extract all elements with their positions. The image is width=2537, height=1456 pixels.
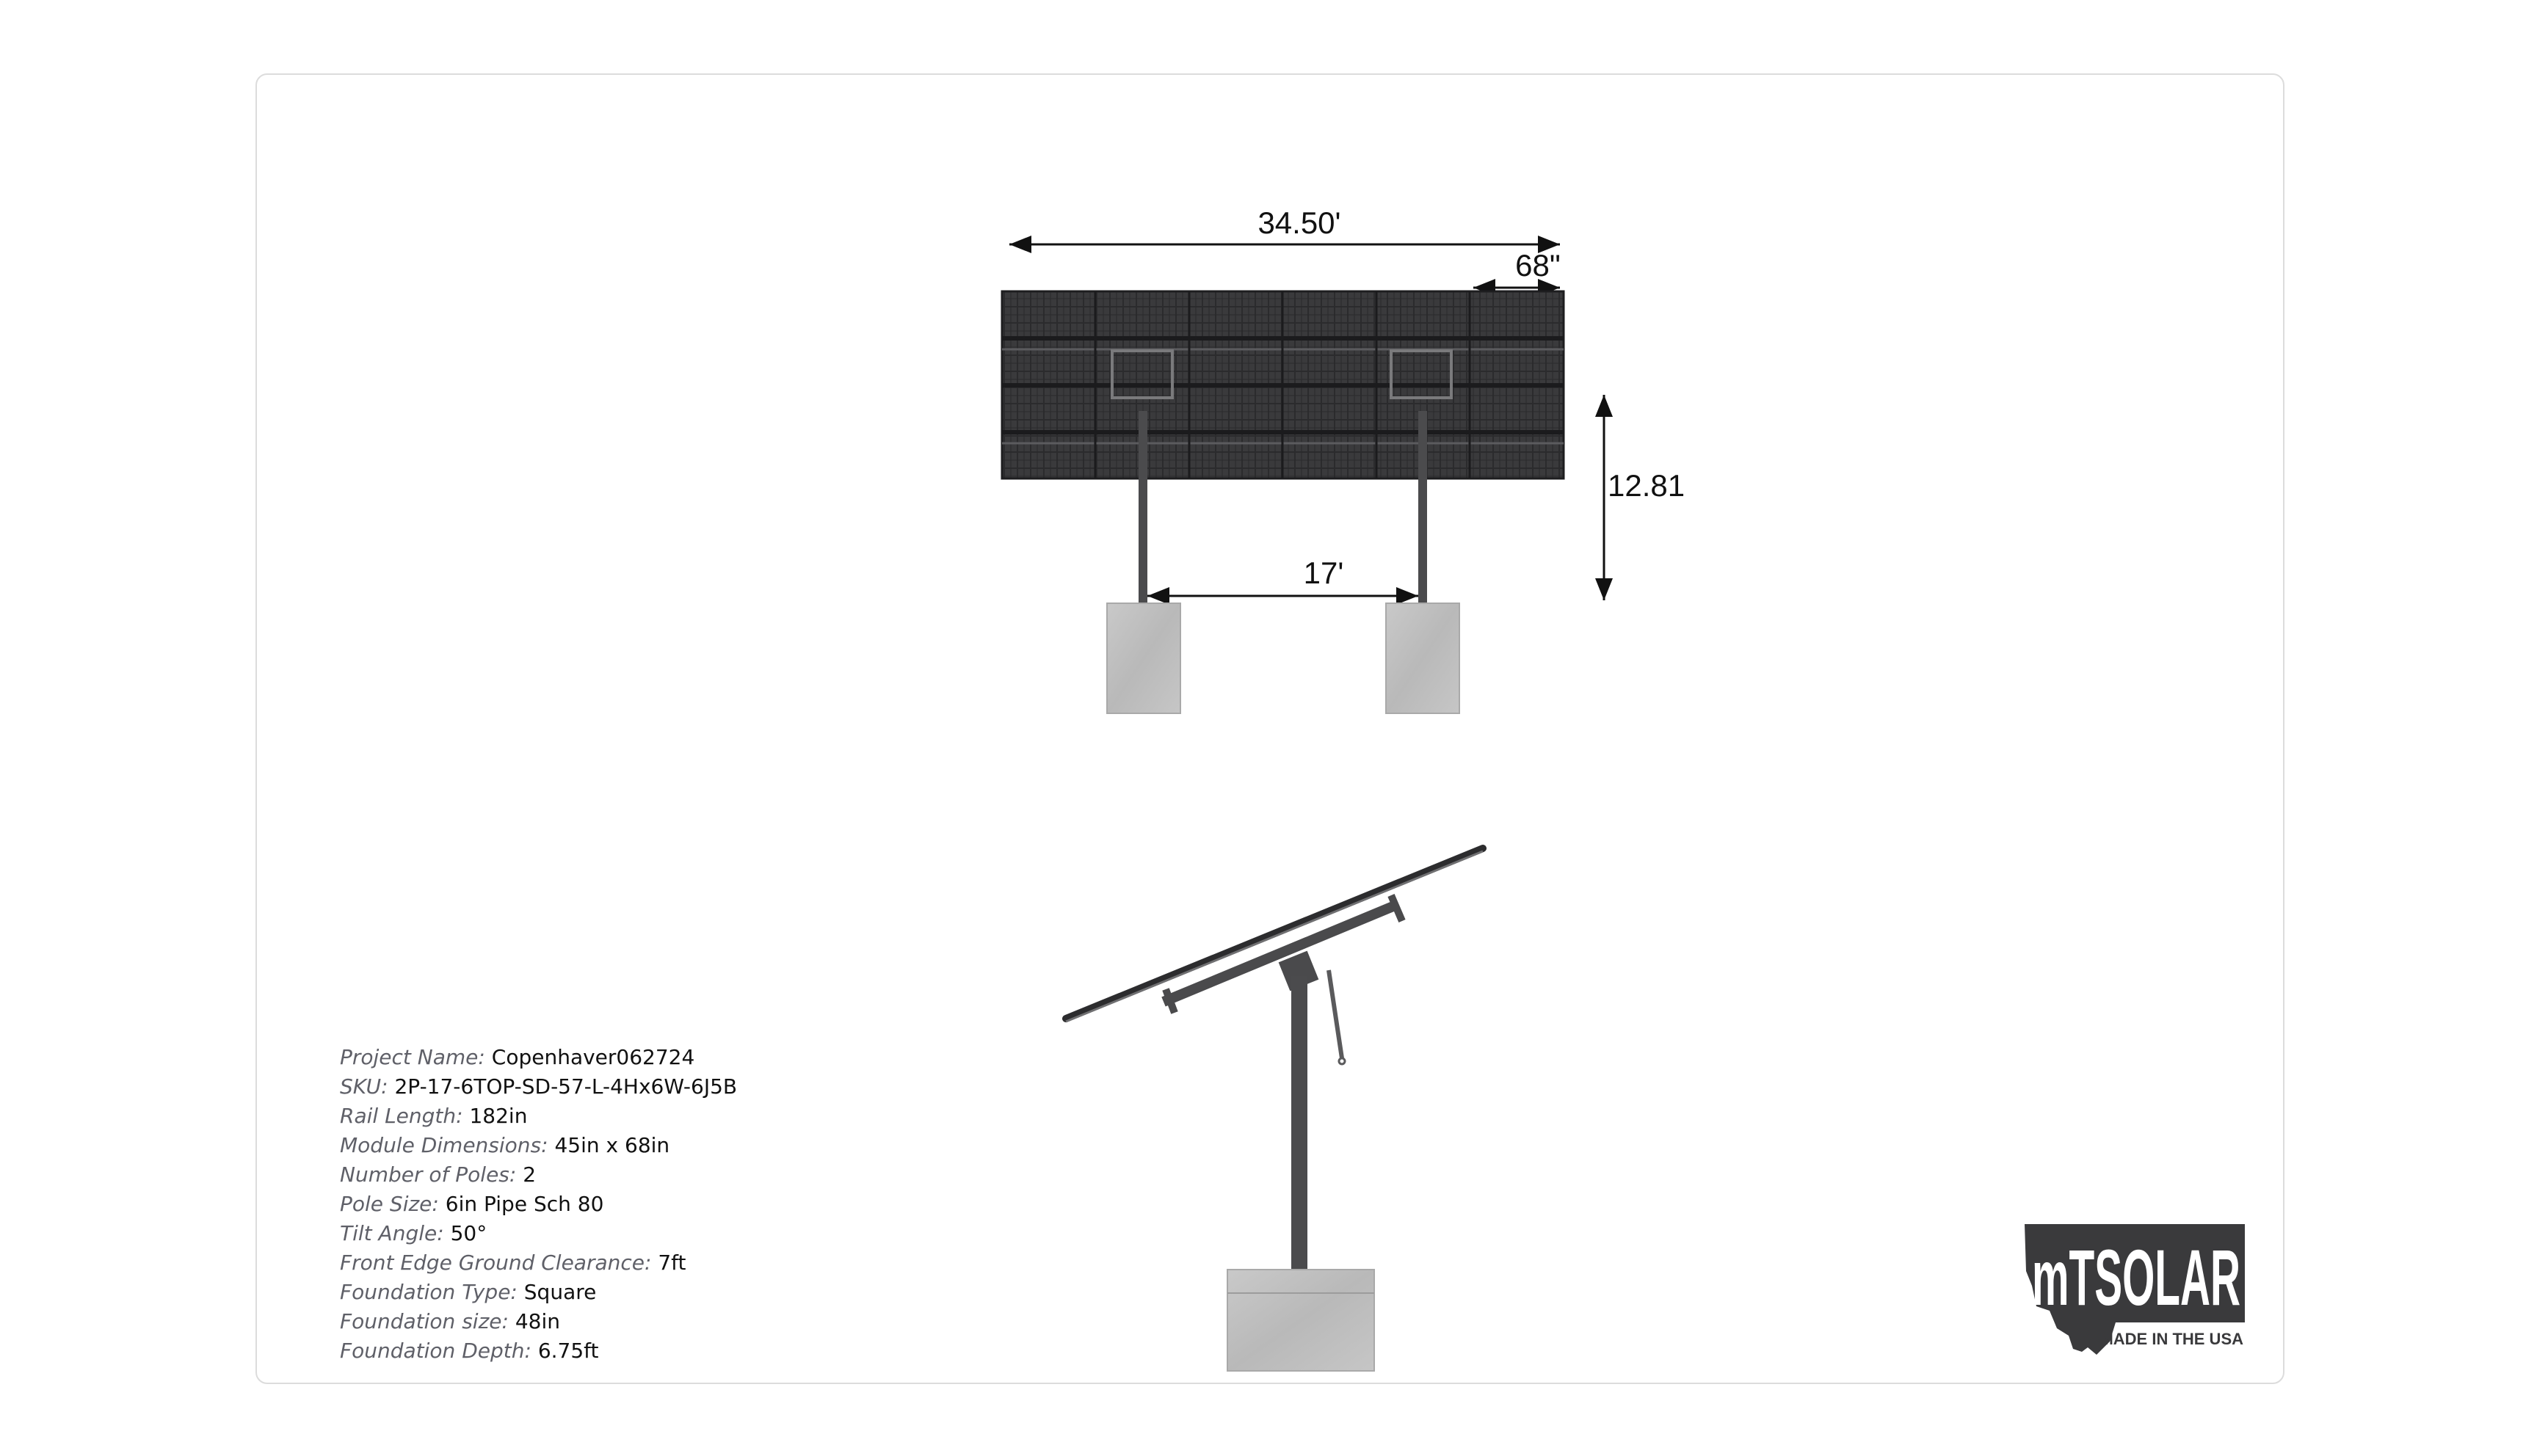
- pole-spacing-label: 17': [1304, 556, 1344, 590]
- spec-label: SKU:: [340, 1074, 388, 1099]
- front-view: 34.50' 68" 17': [1001, 205, 1685, 714]
- spec-label: Foundation Depth:: [340, 1339, 531, 1363]
- spec-value: 182in: [469, 1104, 528, 1128]
- logo-tagline: MADE IN THE USA: [2099, 1330, 2243, 1348]
- spec-value: Copenhaver062724: [491, 1045, 695, 1069]
- mtsolar-logo: mTSOLAR MADE IN THE USA: [2025, 1224, 2245, 1355]
- spec-project-name: Project Name: Copenhaver062724: [340, 1043, 737, 1072]
- spec-value: 2: [523, 1162, 537, 1187]
- side-actuator: [1326, 969, 1344, 1059]
- height-label: 12.81: [1608, 468, 1685, 503]
- spec-number-of-poles: Number of Poles: 2: [340, 1160, 737, 1190]
- spec-value: Square: [523, 1280, 597, 1304]
- spec-label: Rail Length:: [340, 1104, 463, 1128]
- spec-label: Module Dimensions:: [340, 1133, 548, 1157]
- side-rail: [1161, 899, 1401, 1007]
- spec-label: Foundation size:: [340, 1309, 509, 1333]
- spec-value: 50°: [450, 1221, 487, 1245]
- side-foundation: [1227, 1269, 1375, 1372]
- spec-label: Front Edge Ground Clearance:: [340, 1251, 652, 1275]
- spec-value: 7ft: [658, 1251, 686, 1275]
- spec-label: Foundation Type:: [340, 1280, 518, 1304]
- spec-foundation-depth: Foundation Depth: 6.75ft: [340, 1336, 737, 1366]
- spec-pole-size: Pole Size: 6in Pipe Sch 80: [340, 1190, 737, 1219]
- foundation-right: [1385, 603, 1460, 714]
- spec-front-edge-ground-clearance: Front Edge Ground Clearance: 7ft: [340, 1248, 737, 1278]
- spec-label: Pole Size:: [340, 1192, 439, 1216]
- spec-value: 2P-17-6TOP-SD-57-L-4Hx6W-6J5B: [394, 1074, 738, 1099]
- spec-foundation-type: Foundation Type: Square: [340, 1278, 737, 1307]
- spec-foundation-size: Foundation size: 48in: [340, 1307, 737, 1336]
- side-hub: [1278, 950, 1319, 991]
- overall-width-label: 34.50': [1257, 205, 1340, 240]
- solar-panel-array: [1001, 290, 1565, 480]
- spec-value: 48in: [515, 1309, 560, 1333]
- spec-value: 6.75ft: [537, 1339, 599, 1363]
- side-view: [1062, 845, 1487, 1372]
- logo-brand-text: mTSOLAR: [2032, 1233, 2240, 1322]
- spec-module-dimensions: Module Dimensions: 45in x 68in: [340, 1131, 737, 1160]
- spec-sku: SKU: 2P-17-6TOP-SD-57-L-4Hx6W-6J5B: [340, 1072, 737, 1102]
- pole-left: [1139, 411, 1147, 603]
- spec-value: 6in Pipe Sch 80: [445, 1192, 604, 1216]
- spec-rail-length: Rail Length: 182in: [340, 1102, 737, 1131]
- spec-label: Number of Poles:: [340, 1162, 517, 1187]
- specifications-list: Project Name: Copenhaver062724 SKU: 2P-1…: [340, 1043, 737, 1366]
- spec-value: 45in x 68in: [554, 1133, 670, 1157]
- spec-label: Tilt Angle:: [340, 1221, 444, 1245]
- side-pole: [1291, 976, 1307, 1271]
- pole-right: [1418, 411, 1427, 603]
- module-width-label: 68": [1515, 248, 1561, 283]
- side-panel: [1062, 845, 1487, 1022]
- spec-label: Project Name:: [340, 1045, 485, 1069]
- foundation-left: [1106, 603, 1181, 714]
- spec-tilt-angle: Tilt Angle: 50°: [340, 1219, 737, 1248]
